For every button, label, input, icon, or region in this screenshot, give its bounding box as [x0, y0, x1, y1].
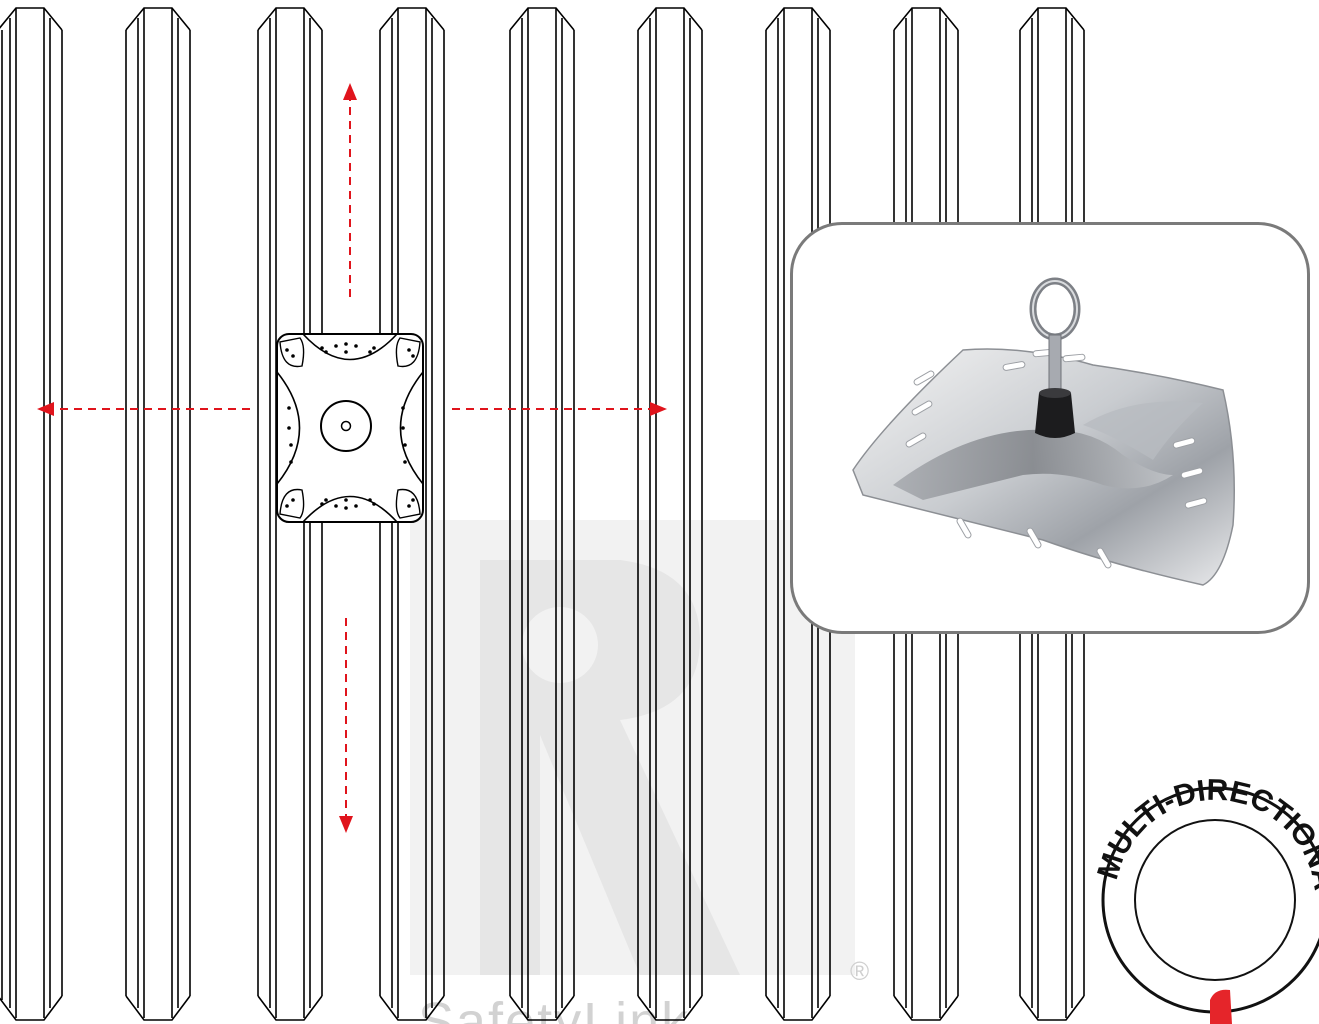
arrowhead-left-icon — [37, 402, 54, 416]
direction-arrows — [50, 95, 654, 822]
plate-hole — [368, 350, 372, 354]
plate-hole — [411, 354, 415, 358]
plate-hole — [324, 350, 328, 354]
plate-hole — [324, 498, 328, 502]
plate-hole — [287, 426, 291, 430]
roof-rib — [509, 7, 575, 1021]
plate-hole — [403, 443, 407, 447]
plate-slot — [911, 400, 933, 416]
plate-slot — [1184, 497, 1208, 509]
plate-hole — [407, 504, 411, 508]
watermark-logo: SafetyLink ® — [410, 520, 869, 1024]
anchor-photo — [852, 277, 1235, 586]
plate-ridge — [893, 429, 1173, 500]
plate-hole — [320, 346, 324, 350]
plate-slot — [1096, 547, 1112, 569]
roof-rib — [637, 7, 703, 1021]
plate-slot — [1172, 437, 1196, 449]
plate-hole — [403, 460, 407, 464]
plate-slot — [905, 432, 927, 448]
plate-hole — [285, 348, 289, 352]
seal-accent-icon — [1210, 989, 1232, 1024]
plate-slot — [1062, 353, 1086, 363]
plate-hole — [401, 406, 405, 410]
eye-bolt-icon — [1029, 277, 1081, 438]
plate-hole — [291, 498, 295, 502]
plate-hole — [372, 346, 376, 350]
arrowhead-down-icon — [339, 816, 353, 833]
plate-hole — [287, 406, 291, 410]
arrow-heads — [37, 83, 667, 833]
plate-hole — [334, 344, 338, 348]
plate-slot — [956, 517, 972, 539]
plate-hole — [285, 504, 289, 508]
watermark-brand: SafetyLink — [418, 992, 690, 1024]
plate-hole — [411, 498, 415, 502]
plate-slot — [1026, 527, 1042, 549]
roof-rib — [125, 7, 191, 1021]
product-photo-frame — [790, 222, 1310, 634]
plate-hole — [401, 426, 405, 430]
plate-hole — [372, 502, 376, 506]
plate-hole — [368, 498, 372, 502]
plate-hole — [289, 460, 293, 464]
plate-hole — [354, 504, 358, 508]
plate-hole — [407, 348, 411, 352]
plate-hole — [320, 502, 324, 506]
anchor-plate-icon — [276, 333, 424, 523]
plate-hole — [289, 443, 293, 447]
plate-slot — [1180, 467, 1204, 479]
plate-hole — [334, 504, 338, 508]
plate-hole — [344, 350, 348, 354]
plate-slot — [913, 370, 935, 386]
plate-hole — [344, 498, 348, 502]
plate-hole — [354, 344, 358, 348]
arrowhead-right-icon — [650, 402, 667, 416]
plate-hole — [291, 354, 295, 358]
arrowhead-up-icon — [343, 83, 357, 100]
plate-slot — [1002, 361, 1026, 371]
plate-hole — [344, 506, 348, 510]
plate-hole — [344, 342, 348, 346]
roof-rib — [0, 7, 63, 1021]
watermark-reg-mark: ® — [850, 956, 869, 986]
